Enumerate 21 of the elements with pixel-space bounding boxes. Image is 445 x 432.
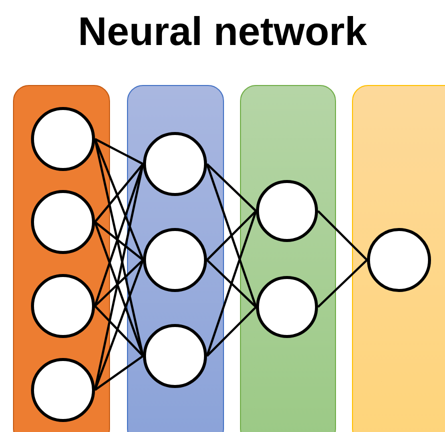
connection-line <box>94 305 144 357</box>
connection-line <box>206 259 257 308</box>
connection-line <box>94 138 144 165</box>
connection-line <box>206 164 258 308</box>
layer-band <box>13 85 110 432</box>
layer-band <box>127 85 224 432</box>
connection-line <box>94 259 144 307</box>
connection-line <box>206 210 257 261</box>
layer-band <box>240 85 336 432</box>
connection-line <box>317 210 368 261</box>
connection-line <box>94 260 144 390</box>
connection-line <box>317 259 368 308</box>
connection-line <box>206 163 257 212</box>
connection-line <box>94 221 144 261</box>
layer-band <box>352 85 445 432</box>
connection-line <box>94 138 144 260</box>
connection-line <box>94 163 144 223</box>
connection-line <box>206 210 258 356</box>
title: Neural network <box>77 9 368 56</box>
connection-line <box>206 306 257 357</box>
connection-line <box>94 355 144 391</box>
